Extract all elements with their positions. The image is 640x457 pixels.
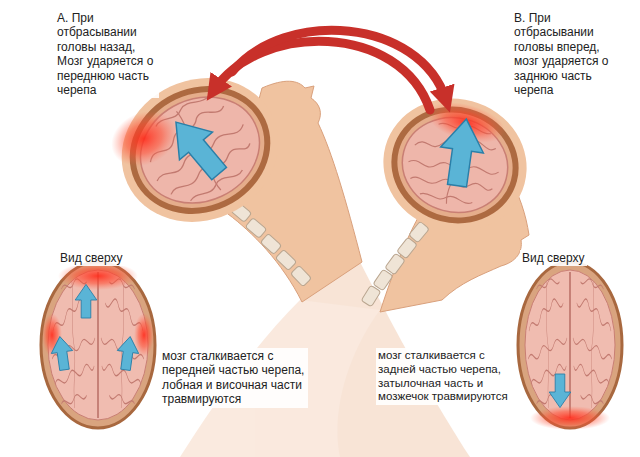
panel-heading: В. При отбрасывании головы вперед, мозг … (512, 10, 628, 98)
view-label: Вид сверху (520, 250, 587, 266)
top-view-skull (549, 374, 571, 408)
head-thrown-forward (368, 83, 541, 248)
head-thrown-forward (378, 92, 532, 237)
top-view-skull (569, 272, 571, 418)
head-thrown-back (230, 202, 311, 287)
top-view-skull (115, 335, 141, 371)
top-view-skull (573, 279, 612, 408)
motion-arrow (214, 30, 446, 110)
head-thrown-back (260, 234, 281, 255)
top-view-skull (518, 262, 622, 428)
motion-arrow (214, 41, 430, 110)
head-thrown-back (245, 218, 267, 239)
top-view-skull (49, 335, 75, 371)
head-thrown-back (102, 101, 186, 177)
injury-caption: мозг сталкивается с передней частью чере… (160, 348, 308, 408)
motion-arrow (232, 30, 446, 100)
head-thrown-back (159, 108, 235, 187)
injury-caption: мозг сталкивается с задней частью черепа… (376, 348, 512, 405)
head-thrown-forward (436, 116, 488, 189)
top-view-skull (525, 270, 615, 420)
top-view-skull (75, 284, 97, 318)
head-thrown-forward (361, 221, 429, 307)
view-label: Вид сверху (58, 250, 125, 266)
head-thrown-forward (373, 269, 393, 291)
top-view-skull (518, 262, 622, 430)
head-thrown-forward (361, 83, 541, 312)
head-thrown-forward (368, 83, 541, 248)
top-view-skull (530, 406, 610, 430)
top-view-skull (48, 270, 148, 420)
top-view-skull (41, 262, 155, 428)
head-thrown-forward (397, 237, 418, 259)
top-view-skull (97, 272, 99, 418)
panel-heading: А. При отбрасывании головы назад, Мозг у… (55, 10, 159, 98)
head-thrown-forward (385, 253, 405, 275)
head-thrown-forward (361, 285, 381, 307)
top-view-skull (41, 262, 155, 428)
head-thrown-back (290, 265, 311, 286)
head-thrown-back (275, 249, 296, 270)
